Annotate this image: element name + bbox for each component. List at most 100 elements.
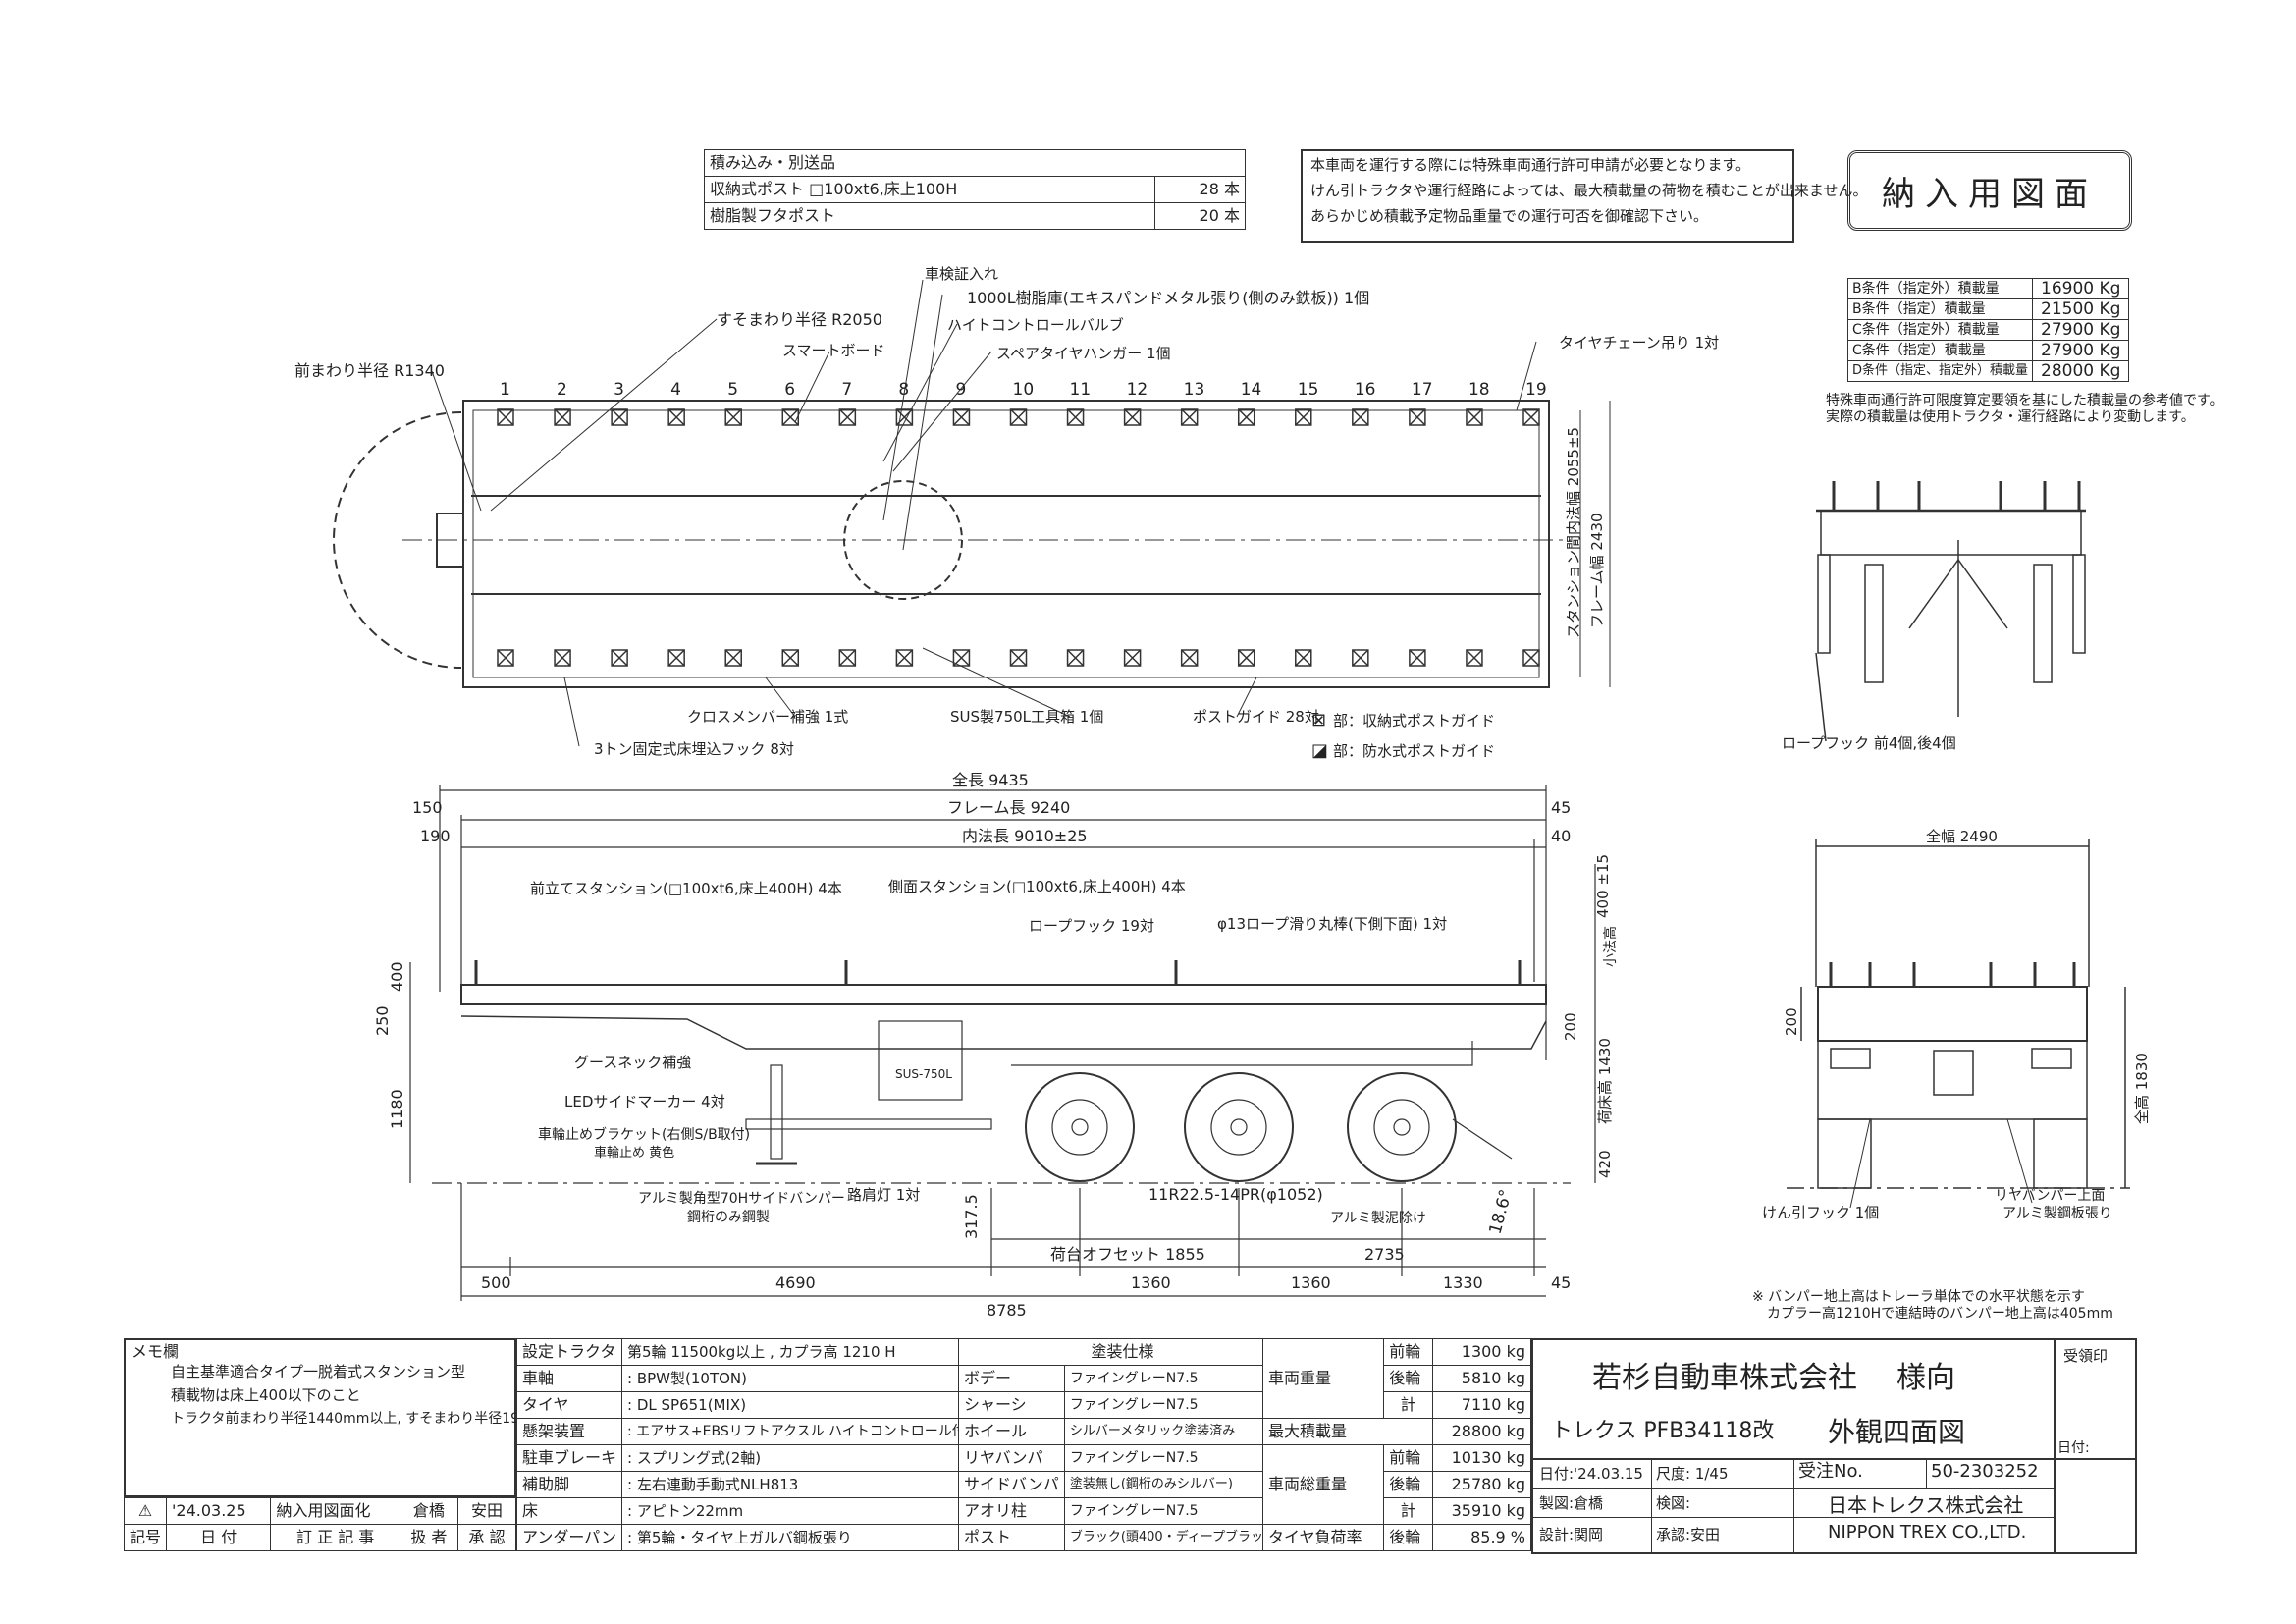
spec-label: タイヤ <box>515 1391 623 1419</box>
vehicle-weight-label: 車両重量 <box>1261 1338 1385 1419</box>
post-guide-cross <box>1522 408 1540 426</box>
offset-label: 荷台オフセット 1855 <box>1050 1245 1205 1264</box>
capacity-note: 実際の積載量は使用トラクタ・運行経路により変動します。 <box>1826 409 2195 425</box>
post-guide-mark <box>611 408 628 426</box>
post-guide-label: ポストガイド 28対 <box>1193 708 1319 726</box>
post-guide-mark <box>781 408 800 426</box>
dim-4690: 4690 <box>775 1273 816 1292</box>
revision-header: 記号 <box>123 1524 168 1551</box>
post-guide-mark <box>1066 408 1085 426</box>
post-number: 17 <box>1412 380 1433 400</box>
wheel-stop-label: 車輪止めブラケット(右側S/B取付) <box>538 1126 750 1143</box>
capacity-note: 特殊車両通行許可限度算定要領を基にした積載量の参考値です。 <box>1826 393 2223 408</box>
capacity-value: 28000 Kg <box>2032 360 2130 382</box>
post-guide-mark <box>1352 649 1369 667</box>
post-number: 18 <box>1468 380 1490 400</box>
post-guide-mark <box>1466 649 1483 667</box>
paint-color: シルバーメタリック塗装済み <box>1063 1418 1288 1445</box>
station-width-label: スタンション間内法幅 2055±5 <box>1565 427 1582 638</box>
swing-radius-label: すそまわり半径 R2050 <box>717 310 882 329</box>
weight-axle: 前輪 <box>1383 1338 1434 1366</box>
dim-8785: 8785 <box>987 1301 1027 1320</box>
weight-value: 35910 kg <box>1432 1497 1531 1525</box>
post-guide-cross <box>497 408 514 426</box>
spec-value: : BPW製(10TON) <box>621 1365 972 1392</box>
delivery-drawing-stamp: 納入用図面 <box>1847 150 2132 231</box>
side-bumper-label-2: 鋼桁のみ鋼製 <box>687 1210 770 1225</box>
spec-table: 設定トラクタ第5輪 11500kg以上 , カプラ高 1210 H 車軸: BP… <box>515 1338 972 1551</box>
dim-1360-b: 1360 <box>1291 1273 1331 1292</box>
smart-board-label: スマートボード <box>782 342 885 359</box>
side-stanchion-label: 側面スタンション(□100xt6,床上400H) 4本 <box>888 878 1186 895</box>
drawing-date: 日付:'24.03.15 <box>1539 1465 1643 1483</box>
overall-height-label: 全高 1830 <box>2133 1053 2151 1124</box>
post-guide-cross <box>497 649 514 667</box>
dim-420: 420 <box>1596 1150 1614 1178</box>
weight-value: 7110 kg <box>1432 1391 1531 1419</box>
post-guide-cross <box>611 408 628 426</box>
post-guide-mark <box>497 649 514 667</box>
post-guide-cross <box>1238 649 1255 667</box>
post-guide-mark <box>667 649 685 667</box>
total-length-label: 全長 9435 <box>952 771 1029 789</box>
post-guide-mark <box>724 408 742 426</box>
post-guide-mark <box>1409 649 1426 667</box>
spare-hanger-label: スペアタイヤハンガー 1個 <box>996 345 1171 362</box>
post-guide-cross <box>838 649 856 667</box>
capacity-value: 16900 Kg <box>2032 278 2130 299</box>
tow-hook-label: けん引フック 1個 <box>1762 1204 1879 1221</box>
weight-axle: 後輪 <box>1383 1471 1434 1498</box>
revision-header: 訂 正 記 事 <box>270 1524 400 1551</box>
inner-length-label: 内法長 9010±25 <box>962 827 1088 845</box>
paint-part: ポスト <box>958 1524 1065 1551</box>
post-guide-mark <box>1123 408 1142 426</box>
capacity-label: C条件（指定）積載量 <box>1846 340 2034 361</box>
post-number: 11 <box>1070 380 1092 400</box>
memo-line: トラクタ前まわり半径1440mm以上, すそまわり半径1950mm以下 <box>171 1411 592 1427</box>
memo-title: メモ欄 <box>132 1342 180 1361</box>
revision-header: 承 認 <box>456 1524 517 1551</box>
post-guide-cross <box>554 408 571 426</box>
paint-part: リヤバンパ <box>958 1444 1065 1472</box>
max-load-label: 最大積載量 <box>1261 1418 1434 1445</box>
toolbox-spec-label: SUS-750L <box>895 1067 952 1081</box>
post-guide-cross <box>1522 649 1540 667</box>
company-jp: 日本トレクス株式会社 <box>1828 1493 2024 1517</box>
post-guide-cross <box>781 408 799 426</box>
post-guide-cross <box>667 649 685 667</box>
weight-value: 5810 kg <box>1432 1365 1531 1392</box>
legend-text-stowable: 部：収納式ポストガイド <box>1333 712 1495 730</box>
chain-hanger-label: タイヤチェーン吊り 1対 <box>1559 334 1719 352</box>
bumper-note: ※ バンパー地上高はトレーラ単体での水平状態を示す <box>1752 1288 2085 1305</box>
notice-line: けん引トラクタや運行経路によっては、最大積載量の荷物を積むことが出来ません。 <box>1310 182 1868 199</box>
mudguard-label: アルミ製泥除け <box>1330 1211 1426 1226</box>
tire-load-value: 85.9 % <box>1432 1524 1531 1551</box>
legend-text-waterproof: 部：防水式ポストガイド <box>1333 742 1495 760</box>
tire-load-label: タイヤ負荷率 <box>1261 1524 1385 1551</box>
drawing-scale: 尺度: 1/45 <box>1656 1465 1729 1483</box>
memo-line: 自主基準適合タイプ一脱着式スタンション型 <box>171 1363 466 1380</box>
revision-mark: ⚠ <box>123 1497 168 1525</box>
receipt-label: 受領印 <box>2063 1347 2109 1365</box>
dim-200-side: 200 <box>1562 1012 1579 1041</box>
spec-value: : スプリング式(2軸) <box>621 1444 972 1472</box>
post-guide-mark <box>1466 408 1483 426</box>
dim-1330: 1330 <box>1443 1273 1483 1292</box>
post-guide-cross <box>1352 649 1369 667</box>
paint-part: ボデー <box>958 1365 1065 1392</box>
wheel-stop-color-label: 車輪止め 黄色 <box>594 1145 674 1161</box>
customer-suffix: 様向 <box>1896 1361 1955 1395</box>
spec-label: 懸架装置 <box>515 1418 623 1445</box>
post-number: 10 <box>1013 380 1035 400</box>
paint-color: 塗装無し(鋼桁のみシルバー) <box>1063 1471 1288 1498</box>
front-radius-label: 前まわり半径 R1340 <box>294 361 445 380</box>
drafter: 製図:倉橋 <box>1539 1494 1604 1512</box>
post-guide-mark <box>554 408 571 426</box>
post-number: 1 <box>500 380 510 400</box>
receipt-date: 日付: <box>2057 1440 2090 1456</box>
post-number: 14 <box>1241 380 1262 400</box>
deck-height-label: 荷床高 1430 <box>1596 1038 1614 1124</box>
notice-line: あらかじめ積載予定物品重量での運行可否を御確認下さい。 <box>1310 207 1709 225</box>
post-number: 16 <box>1355 380 1376 400</box>
post-guide-mark <box>895 408 914 426</box>
